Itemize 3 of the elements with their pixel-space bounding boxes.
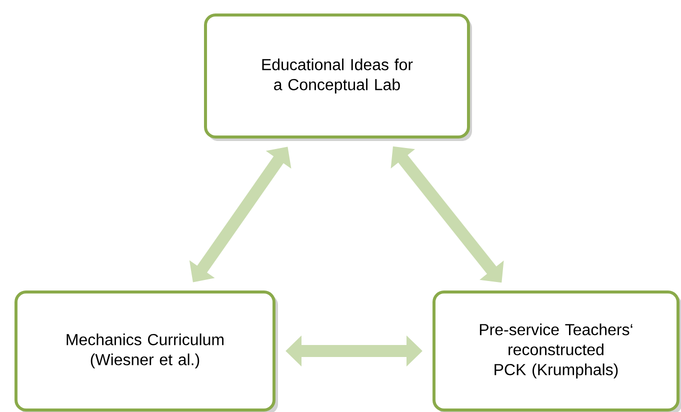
text-box: Pre-service Teachers‘ reconstructed PCK (Krumphals) (432, 290, 681, 412)
text-box: Mechanics Curriculum (Wiesner et al.) (14, 290, 278, 412)
text-box: Educational Ideas for a Conceptual Lab (204, 14, 472, 141)
